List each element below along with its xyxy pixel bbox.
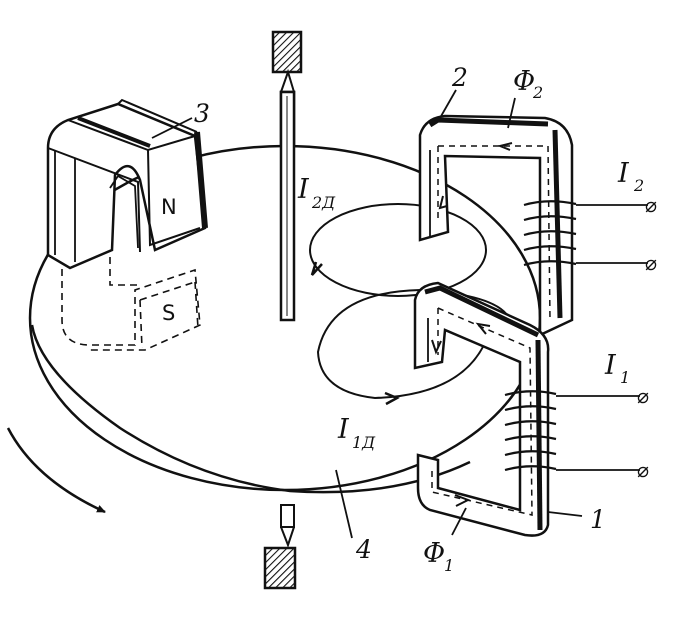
brake-magnet bbox=[46, 98, 208, 351]
label-2: 2 bbox=[451, 63, 468, 92]
rotation-arrow bbox=[6, 427, 106, 514]
leader-lines bbox=[151, 89, 583, 539]
current-2-subscript: 2 bbox=[633, 176, 644, 195]
terminal-2b: ⌀ bbox=[645, 251, 657, 275]
current-1-subscript: 1 bbox=[620, 368, 630, 387]
terminal-1a: ⌀ bbox=[637, 384, 649, 408]
current-coil bbox=[504, 390, 557, 472]
voltage-electromagnet bbox=[418, 114, 648, 337]
eddy-loop-2 bbox=[309, 203, 487, 297]
terminal-2a: ⌀ bbox=[645, 193, 657, 217]
eddy-1-subscript: 1Д bbox=[352, 433, 376, 452]
disc-edge bbox=[30, 324, 471, 494]
flux-2-subscript: 2 bbox=[532, 83, 543, 102]
label-4: 4 bbox=[355, 535, 372, 564]
current-2-label: I bbox=[617, 158, 630, 189]
flux-1-subscript: 1 bbox=[444, 556, 454, 575]
flux-2-label: Φ bbox=[513, 66, 535, 97]
voltage-coil bbox=[523, 200, 577, 267]
top-bearing bbox=[271, 30, 303, 74]
terminal-1b: ⌀ bbox=[637, 458, 649, 482]
eddy-1-label: I bbox=[337, 414, 350, 445]
eddy-2-subscript: 2Д bbox=[311, 193, 336, 212]
current-1-label: I bbox=[604, 350, 617, 381]
eddy-2-label: I bbox=[297, 174, 310, 205]
label-1: 1 bbox=[590, 505, 606, 534]
label-3: 3 bbox=[194, 99, 210, 128]
flux-1-label: Φ bbox=[423, 538, 445, 569]
pole-s-label: S bbox=[162, 301, 175, 325]
current-electromagnet bbox=[413, 281, 640, 537]
pole-n-label: N bbox=[161, 195, 177, 219]
bottom-bearing bbox=[263, 546, 297, 590]
